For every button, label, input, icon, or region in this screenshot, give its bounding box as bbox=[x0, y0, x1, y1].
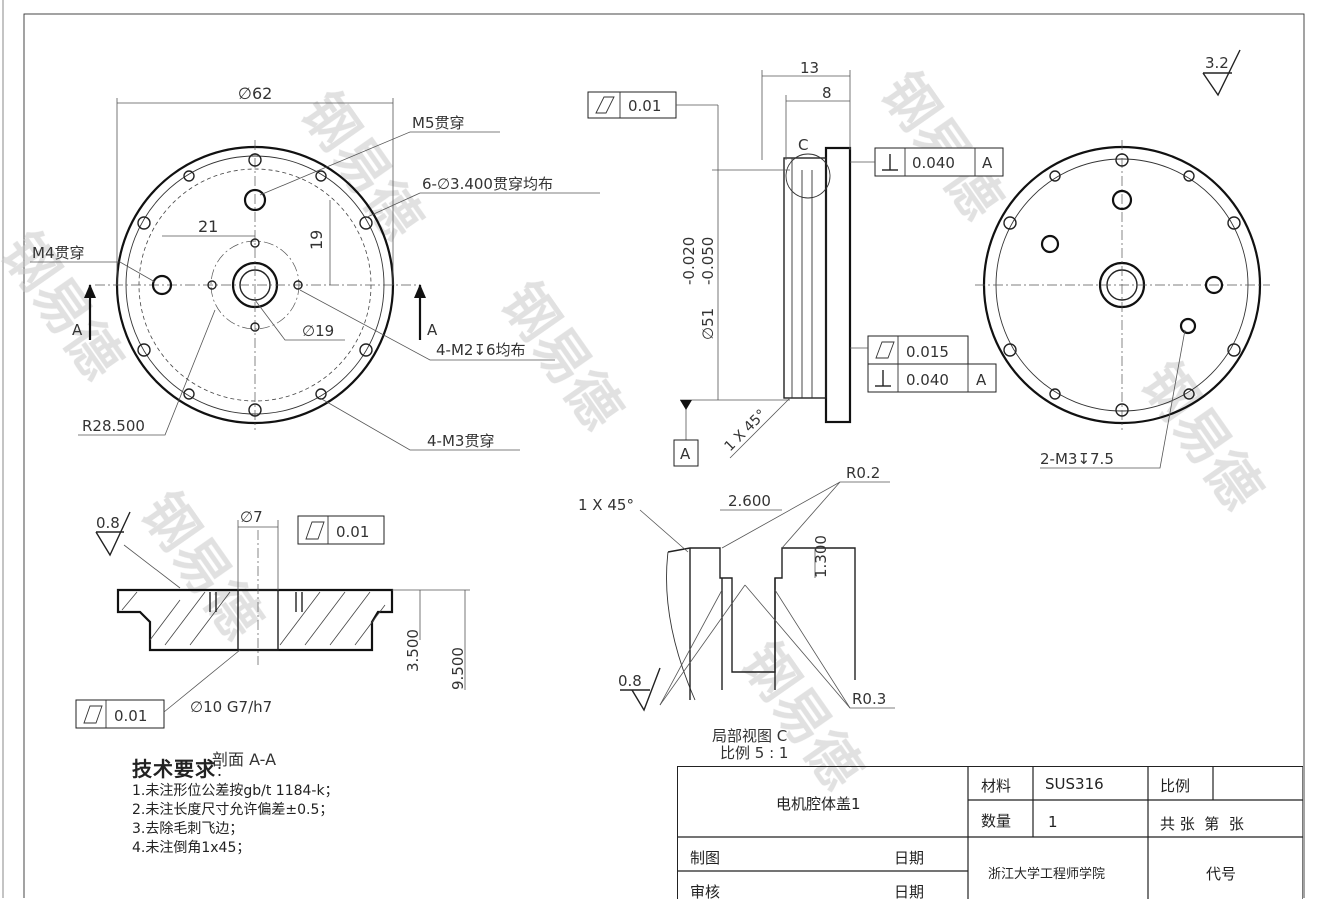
notes-colon: ： bbox=[216, 764, 230, 780]
sheet-border bbox=[23, 13, 1305, 898]
code-label: 代号 bbox=[1206, 865, 1237, 883]
drawn-label: 制图 bbox=[690, 849, 721, 867]
label-d13b: 1.300 bbox=[812, 535, 830, 578]
front-view: ∅62 21 19 M5贯穿 6-∅3.400贯穿均布 M4贯穿 ∅19 4-M… bbox=[30, 84, 600, 451]
label-perp1: 0.040 bbox=[912, 154, 955, 172]
label-d26: 2.600 bbox=[728, 492, 771, 510]
label-rough08a: 0.8 bbox=[96, 514, 120, 532]
label-tol-upper: -0.020 bbox=[680, 237, 698, 285]
label-m4: M4贯穿 bbox=[32, 244, 85, 262]
section-marker-right: A bbox=[427, 321, 438, 339]
svg-text:钢易德: 钢易德 bbox=[869, 61, 1014, 230]
check-label: 审核 bbox=[690, 883, 721, 901]
notes-title: 技术要求 bbox=[132, 757, 216, 781]
qty-label: 数量 bbox=[981, 812, 1012, 830]
date-label-1: 日期 bbox=[894, 849, 925, 867]
detail-c-marker: C bbox=[798, 136, 808, 154]
detail-title: 局部视图 C bbox=[712, 727, 787, 745]
label-chamfer2: 1 X 45° bbox=[578, 496, 634, 514]
label-r03: R0.3 bbox=[852, 690, 886, 708]
svg-text:钢易德: 钢易德 bbox=[289, 81, 434, 250]
label-m3b: 2-M3↧7.5 bbox=[1040, 450, 1114, 468]
label-r285: R28.500 bbox=[82, 417, 145, 435]
note-4: 4.未注倒角1x45； bbox=[132, 840, 251, 856]
label-d8: 8 bbox=[822, 84, 832, 102]
label-d21: 21 bbox=[198, 217, 218, 236]
sheets-label: 共 张 第 张 bbox=[1160, 815, 1244, 833]
section-title: 剖面 A-A bbox=[212, 750, 276, 769]
note-2: 2.未注长度尺寸允许偏差±0.5； bbox=[132, 802, 334, 818]
label-r02: R0.2 bbox=[846, 464, 880, 482]
label-perp1-ref: A bbox=[982, 154, 993, 172]
label-tol-lower: -0.050 bbox=[699, 237, 717, 285]
scale-label: 比例 bbox=[1160, 777, 1191, 795]
label-m5: M5贯穿 bbox=[412, 114, 465, 132]
label-flat2: 0.015 bbox=[906, 343, 949, 361]
rear-view: 2-M3↧7.5 3.2 bbox=[975, 49, 1270, 469]
date-label-2: 日期 bbox=[894, 883, 925, 901]
label-rough32: 3.2 bbox=[1205, 54, 1229, 72]
note-3: 3.去除毛刺飞边； bbox=[132, 821, 244, 837]
material-label: 材料 bbox=[981, 777, 1012, 795]
detail-view-c: 2.600 1.300 R0.2 1 X 45° 0.8 R0.3 局部视图 C… bbox=[578, 464, 895, 762]
section-marker-left: A bbox=[72, 321, 83, 339]
label-flat4: 0.01 bbox=[114, 707, 147, 725]
label-holes6: 6-∅3.400贯穿均布 bbox=[422, 175, 553, 193]
label-d95: 9.500 bbox=[449, 647, 467, 690]
label-d13: 13 bbox=[800, 59, 819, 77]
note-1: 1.未注形位公差按gb/t 1184-k； bbox=[132, 783, 339, 799]
label-dia7: ∅7 bbox=[240, 508, 263, 526]
label-d19: 19 bbox=[307, 230, 326, 250]
qty-value: 1 bbox=[1048, 813, 1058, 831]
part-name: 电机腔体盖1 bbox=[776, 795, 861, 813]
label-perp2-ref: A bbox=[976, 371, 987, 389]
label-dia62: ∅62 bbox=[238, 84, 272, 103]
label-rough08b: 0.8 bbox=[618, 672, 642, 690]
label-flat3: 0.01 bbox=[336, 523, 369, 541]
datum-a-box: A bbox=[680, 445, 691, 463]
label-m3: 4-M3贯穿 bbox=[427, 432, 494, 450]
label-d35: 3.500 bbox=[404, 629, 422, 672]
label-dia19: ∅19 bbox=[302, 322, 334, 340]
school-name: 浙江大学工程师学院 bbox=[988, 867, 1106, 882]
section-a-a: 0.8 ∅7 0.01 3.500 9.500 0.01 ∅10 G7/h7 剖… bbox=[75, 508, 470, 769]
material-value: SUS316 bbox=[1045, 775, 1104, 793]
label-dia51: ∅51 bbox=[699, 308, 717, 340]
side-view: C 13 8 -0.020 -0.050 ∅51 0.01 A 1 X 45° bbox=[587, 59, 1004, 467]
label-perp2: 0.040 bbox=[906, 371, 949, 389]
title-block: 电机腔体盖1 材料 SUS316 比例 数量 1 共 张 第 张 制图 日期 审… bbox=[677, 766, 1303, 901]
label-dia10: ∅10 G7/h7 bbox=[190, 698, 272, 716]
technical-notes: 技术要求： 1.未注形位公差按gb/t 1184-k； 2.未注长度尺寸允许偏差… bbox=[132, 757, 339, 858]
detail-scale: 比例 5 : 1 bbox=[720, 744, 788, 762]
label-flat1: 0.01 bbox=[628, 97, 661, 115]
label-chamfer1: 1 X 45° bbox=[722, 407, 770, 455]
title-block-grid bbox=[678, 767, 1303, 899]
svg-text:钢易德: 钢易德 bbox=[1129, 351, 1274, 520]
label-m2: 4-M2↧6均布 bbox=[436, 341, 526, 359]
